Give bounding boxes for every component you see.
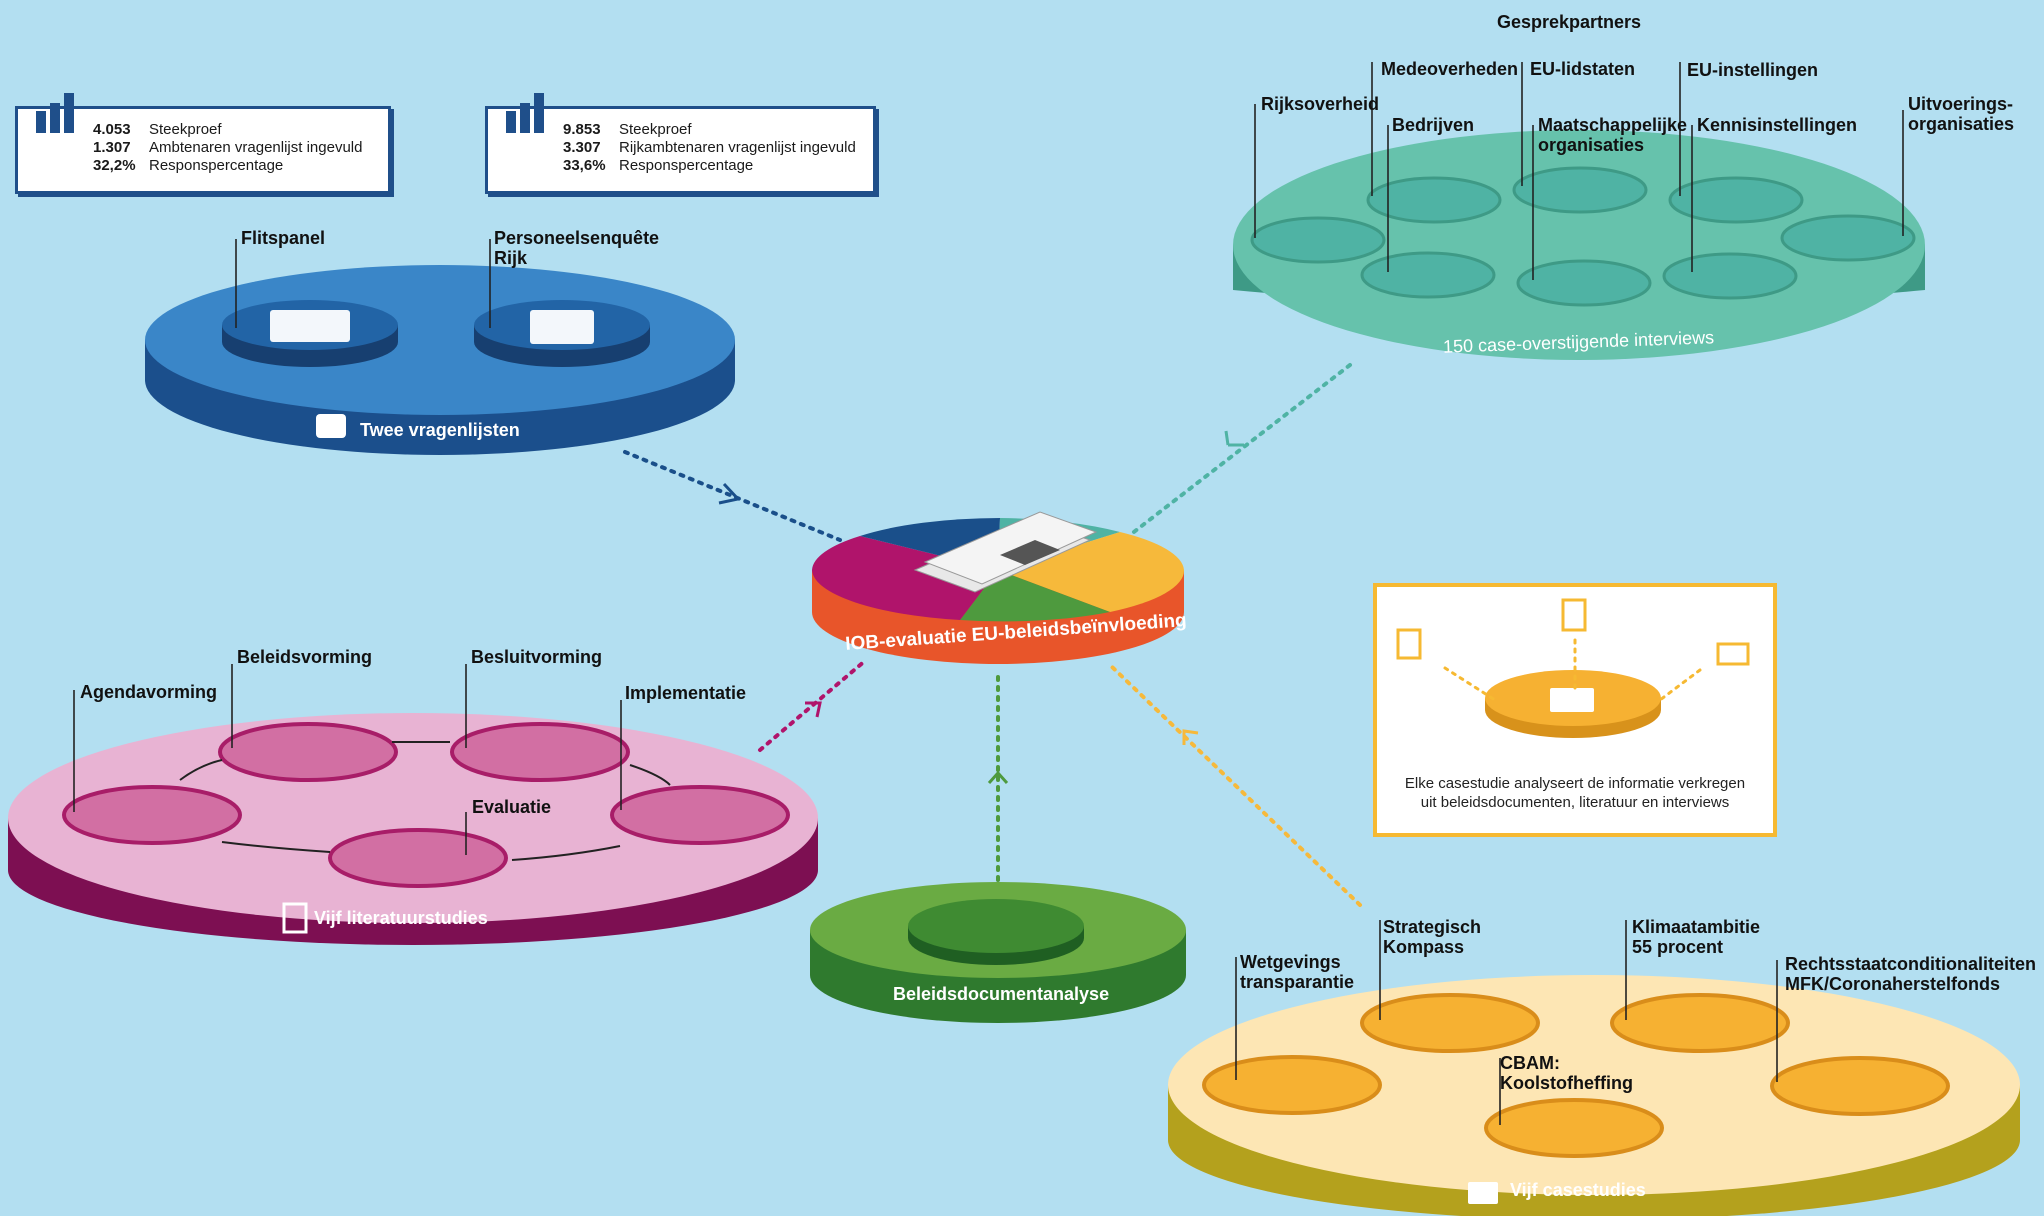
stat-label: Responspercentage	[619, 157, 754, 174]
document-icon	[1561, 598, 1587, 632]
connector-literature-head	[805, 701, 822, 718]
partner-label-eu-instellingen: EU-instellingen	[1687, 60, 1819, 80]
stat-label: Rijkambtenaren vragenlijst ingevuld	[619, 139, 856, 156]
surveys-disc-2	[474, 300, 650, 367]
stat-label: Ambtenaren vragenlijst ingevuld	[149, 139, 363, 156]
connector-surveys	[623, 450, 842, 542]
policy-docs-platform-label: Beleidsdocumentanalyse	[893, 984, 1110, 1004]
surveys-stat-box-1: 4.053 Steekproef 1.307 Ambtenaren vragenli…	[15, 93, 391, 194]
case-label-strategisch: Strategisch Kompass	[1383, 917, 1482, 957]
center-disc	[812, 511, 1185, 664]
partner-label-maatschappelijke: Maatschappelijke organisaties	[1538, 115, 1688, 155]
literature-platform-label: Vijf literatuurstudies	[314, 908, 488, 928]
literature-label-agendavorming: Agendavorming	[80, 682, 218, 702]
survey-label-flitspanel: Flitspanel	[241, 228, 326, 248]
partner-label-eu-lidstaten: EU-lidstaten	[1530, 59, 1636, 79]
stat-value: 1.307	[93, 139, 131, 156]
partners-platform	[1233, 62, 1925, 360]
literature-label-evaluatie: Evaluatie	[472, 797, 552, 817]
stat-value: 9.853	[563, 121, 601, 138]
legend-text: Elke casestudie analyseert de informatie…	[1404, 775, 1746, 811]
literature-label-implementatie: Implementatie	[625, 683, 747, 703]
document-search-icon	[1396, 628, 1422, 660]
document-icon	[282, 902, 308, 934]
connectors	[623, 363, 1362, 907]
policy-docs-platform	[810, 882, 1186, 1023]
legend-box	[1373, 583, 1777, 837]
surveys-disc-1	[222, 300, 398, 367]
case-label-rechtsstaat: Rechtsstaatconditionaliteiten MFK/Corona…	[1785, 954, 2037, 994]
partner-label-kennisinstellingen: Kennisinstellingen	[1697, 115, 1858, 135]
partners-header: Gesprekpartners	[1497, 12, 1642, 32]
case-label-klimaatambitie: Klimaatambitie 55 procent	[1632, 917, 1761, 957]
stat-value: 32,2%	[93, 157, 136, 174]
connector-literature	[758, 658, 868, 752]
literature-label-besluitvorming: Besluitvorming	[471, 647, 603, 667]
stat-label: Responspercentage	[149, 157, 284, 174]
stat-label: Steekproef	[619, 121, 692, 138]
meeting-icon	[1716, 642, 1750, 666]
connector-partners	[1128, 363, 1352, 537]
partner-label-bedrijven: Bedrijven	[1392, 115, 1475, 135]
survey-label-personeelsenquete: Personeelsenquête Rijk	[494, 228, 660, 268]
cases-platform	[1168, 920, 2020, 1216]
connector-policy-head	[987, 770, 1009, 785]
connector-surveys-head	[718, 482, 741, 505]
folder-icon	[1468, 1182, 1498, 1204]
surveys-platform-label: Twee vragenlijsten	[360, 420, 520, 440]
literature-platform	[8, 664, 818, 945]
literature-label-beleidsvorming: Beleidsvorming	[237, 647, 373, 667]
connector-cases	[1108, 663, 1362, 907]
partner-label-uitvoeringsorganisaties: Uitvoerings- organisaties	[1908, 94, 2015, 134]
case-label-cbam: CBAM: Koolstofheffing	[1500, 1053, 1633, 1093]
connector-partners-head	[1224, 430, 1244, 447]
partner-label-medeoverheden: Medeoverheden	[1381, 59, 1519, 79]
partner-label-rijksoverheid: Rijksoverheid	[1261, 94, 1380, 114]
cases-platform-label: Vijf casestudies	[1510, 1180, 1646, 1200]
stat-label: Steekproef	[149, 121, 222, 138]
stat-value: 3.307	[563, 139, 601, 156]
document-stack-icon	[913, 511, 1098, 593]
stat-value: 4.053	[93, 121, 131, 138]
chat-icon	[316, 414, 346, 438]
connector-cases-head	[1182, 729, 1199, 745]
surveys-platform	[145, 239, 735, 455]
case-label-wetgevings: Wetgevings transparantie	[1240, 952, 1355, 992]
surveys-stat-box-2: 9.853 Steekproef 3.307 Rijkambtenaren vrag…	[485, 93, 876, 194]
stat-value: 33,6%	[563, 157, 606, 174]
